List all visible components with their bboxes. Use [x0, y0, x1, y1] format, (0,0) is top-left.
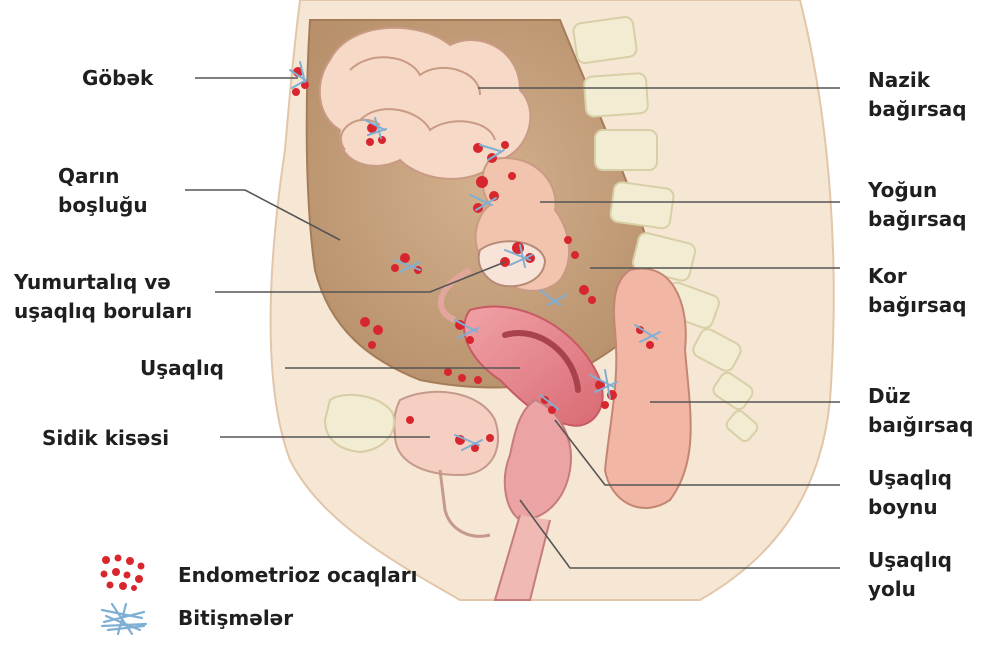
label-yumurtaliq: Yumurtalıq və uşaqlıq boruları	[14, 268, 192, 326]
label-sidik-kisesi: Sidik kisəsi	[42, 424, 169, 453]
endometriosis-lesion-icon	[96, 552, 150, 592]
label-duz-bagirsaq: Düz baığırsaq	[868, 382, 973, 440]
label-gobek: Göbək	[82, 64, 153, 93]
legend-endometrioz: Endometrioz ocaqları	[178, 563, 417, 587]
pubic-bone	[325, 395, 394, 452]
label-usaqliq: Uşaqlıq	[140, 354, 224, 383]
legend-bitismeler: Bitişmələr	[178, 606, 293, 630]
label-qarin-boslugu: Qarın boşluğu	[58, 162, 148, 220]
rectum	[605, 268, 691, 508]
adhesion-icon	[98, 600, 150, 638]
label-kor-bagirsaq: Kor bağırsaq	[868, 262, 967, 320]
small-intestine	[320, 28, 531, 179]
label-usaqliq-yolu: Uşaqlıq yolu	[868, 546, 952, 604]
label-usaqliq-boynu: Uşaqlıq boynu	[868, 464, 952, 522]
label-yogun-bagirsaq: Yoğun bağırsaq	[868, 176, 967, 234]
bladder	[394, 392, 498, 475]
label-nazik-bagirsaq: Nazik bağırsaq	[868, 66, 967, 124]
